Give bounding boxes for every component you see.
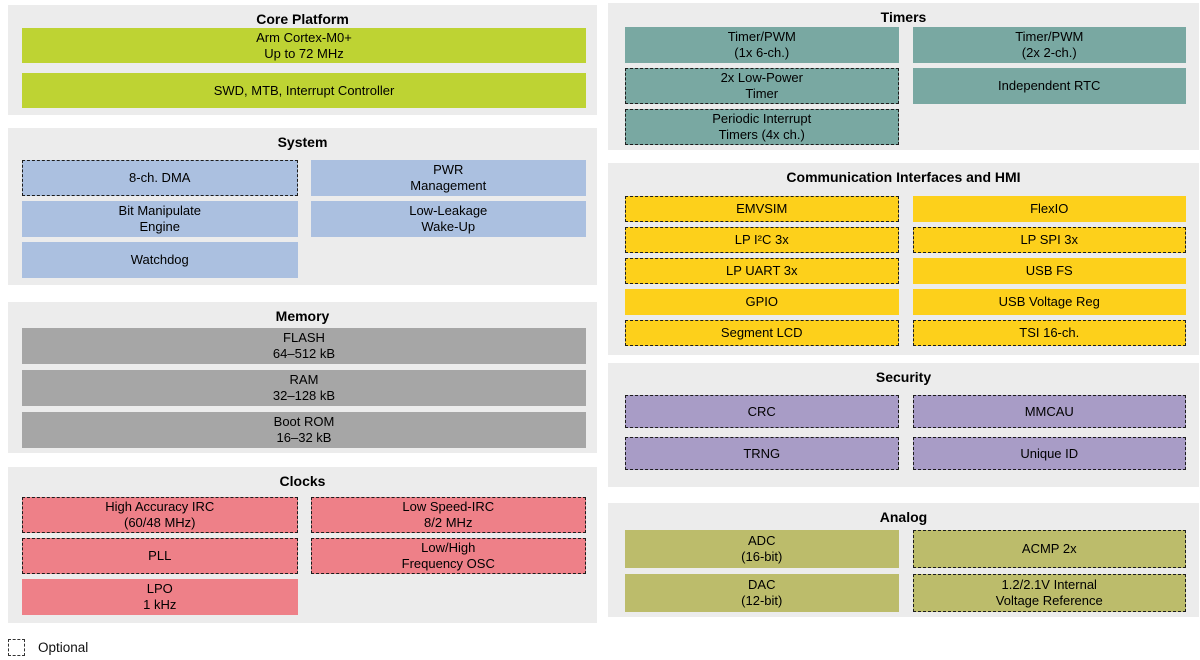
block-flash: FLASH 64–512 kB bbox=[22, 328, 586, 364]
section-clocks: Clocks High Accuracy IRC (60/48 MHz) Low… bbox=[8, 467, 597, 623]
block-adc: ADC (16-bit) bbox=[625, 530, 899, 568]
legend-optional-label: Optional bbox=[38, 640, 89, 655]
block-segment-lcd: Segment LCD bbox=[625, 320, 899, 346]
system-blocks: 8-ch. DMA PWR Management Bit Manipulate … bbox=[22, 160, 586, 278]
legend-optional: Optional bbox=[8, 639, 88, 656]
section-title-clocks: Clocks bbox=[279, 473, 326, 489]
section-title-memory: Memory bbox=[275, 308, 330, 324]
block-low-high-frequency-osc: Low/High Frequency OSC bbox=[310, 538, 586, 574]
section-memory: Memory FLASH 64–512 kB RAM 32–128 kB Boo… bbox=[8, 302, 597, 453]
communication-blocks: EMVSIM FlexIO LP I²C 3x LP SPI 3x LP UAR… bbox=[625, 196, 1186, 346]
section-core-platform: Core Platform Arm Cortex-M0+ Up to 72 MH… bbox=[8, 5, 597, 115]
block-arm-cortex-m0: Arm Cortex-M0+ Up to 72 MHz bbox=[22, 28, 586, 63]
block-acmp: ACMP 2x bbox=[912, 530, 1186, 568]
block-low-speed-irc: Low Speed-IRC 8/2 MHz bbox=[310, 497, 586, 533]
block-internal-voltage-reference: 1.2/2.1V Internal Voltage Reference bbox=[912, 574, 1186, 612]
block-high-accuracy-irc: High Accuracy IRC (60/48 MHz) bbox=[22, 497, 298, 533]
block-swd-mtb-interrupt-controller: SWD, MTB, Interrupt Controller bbox=[22, 73, 586, 108]
block-dma: 8-ch. DMA bbox=[22, 160, 298, 196]
section-security: Security CRC MMCAU TRNG Unique ID bbox=[608, 363, 1199, 487]
analog-blocks: ADC (16-bit) ACMP 2x DAC (12-bit) 1.2/2.… bbox=[625, 530, 1186, 612]
block-unique-id: Unique ID bbox=[912, 437, 1186, 470]
block-periodic-interrupt-timers: Periodic Interrupt Timers (4x ch.) bbox=[625, 109, 899, 145]
block-independent-rtc: Independent RTC bbox=[912, 68, 1186, 104]
section-communication-hmi: Communication Interfaces and HMI EMVSIM … bbox=[608, 163, 1199, 355]
block-ram: RAM 32–128 kB bbox=[22, 370, 586, 406]
block-lp-uart: LP UART 3x bbox=[625, 258, 899, 284]
memory-blocks: FLASH 64–512 kB RAM 32–128 kB Boot ROM 1… bbox=[22, 328, 586, 448]
block-lp-i2c: LP I²C 3x bbox=[625, 227, 899, 253]
timers-blocks: Timer/PWM (1x 6-ch.) Timer/PWM (2x 2-ch.… bbox=[625, 27, 1186, 145]
block-emvsim: EMVSIM bbox=[625, 196, 899, 222]
section-analog: Analog ADC (16-bit) ACMP 2x DAC (12-bit)… bbox=[608, 503, 1199, 617]
block-pwr-management: PWR Management bbox=[310, 160, 586, 196]
block-low-power-timer: 2x Low-Power Timer bbox=[625, 68, 899, 104]
clocks-blocks: High Accuracy IRC (60/48 MHz) Low Speed-… bbox=[22, 497, 586, 615]
block-dac: DAC (12-bit) bbox=[625, 574, 899, 612]
block-tsi: TSI 16-ch. bbox=[912, 320, 1186, 346]
block-pll: PLL bbox=[22, 538, 298, 574]
block-lp-spi: LP SPI 3x bbox=[912, 227, 1186, 253]
section-title-security: Security bbox=[875, 369, 932, 385]
block-timer-pwm-2x2ch: Timer/PWM (2x 2-ch.) bbox=[912, 27, 1186, 63]
block-crc: CRC bbox=[625, 395, 899, 428]
section-title-core-platform: Core Platform bbox=[256, 11, 349, 27]
section-title-system: System bbox=[277, 134, 328, 150]
block-trng: TRNG bbox=[625, 437, 899, 470]
block-timer-pwm-1x6ch: Timer/PWM (1x 6-ch.) bbox=[625, 27, 899, 63]
section-title-communication-hmi: Communication Interfaces and HMI bbox=[786, 169, 1021, 185]
core-platform-blocks: Arm Cortex-M0+ Up to 72 MHz SWD, MTB, In… bbox=[22, 28, 586, 108]
block-lpo: LPO 1 kHz bbox=[22, 579, 298, 615]
block-gpio: GPIO bbox=[625, 289, 899, 315]
block-watchdog: Watchdog bbox=[22, 242, 298, 278]
block-low-leakage-wakeup: Low-Leakage Wake-Up bbox=[310, 201, 586, 237]
block-flexio: FlexIO bbox=[912, 196, 1186, 222]
block-boot-rom: Boot ROM 16–32 kB bbox=[22, 412, 586, 448]
block-usb-voltage-reg: USB Voltage Reg bbox=[912, 289, 1186, 315]
block-mmcau: MMCAU bbox=[912, 395, 1186, 428]
section-system: System 8-ch. DMA PWR Management Bit Mani… bbox=[8, 128, 597, 285]
block-bit-manipulate-engine: Bit Manipulate Engine bbox=[22, 201, 298, 237]
section-timers: Timers Timer/PWM (1x 6-ch.) Timer/PWM (2… bbox=[608, 3, 1199, 150]
security-blocks: CRC MMCAU TRNG Unique ID bbox=[625, 395, 1186, 470]
section-title-analog: Analog bbox=[879, 509, 928, 525]
block-usb-fs: USB FS bbox=[912, 258, 1186, 284]
optional-dashed-box-icon bbox=[8, 639, 25, 656]
section-title-timers: Timers bbox=[880, 9, 927, 25]
